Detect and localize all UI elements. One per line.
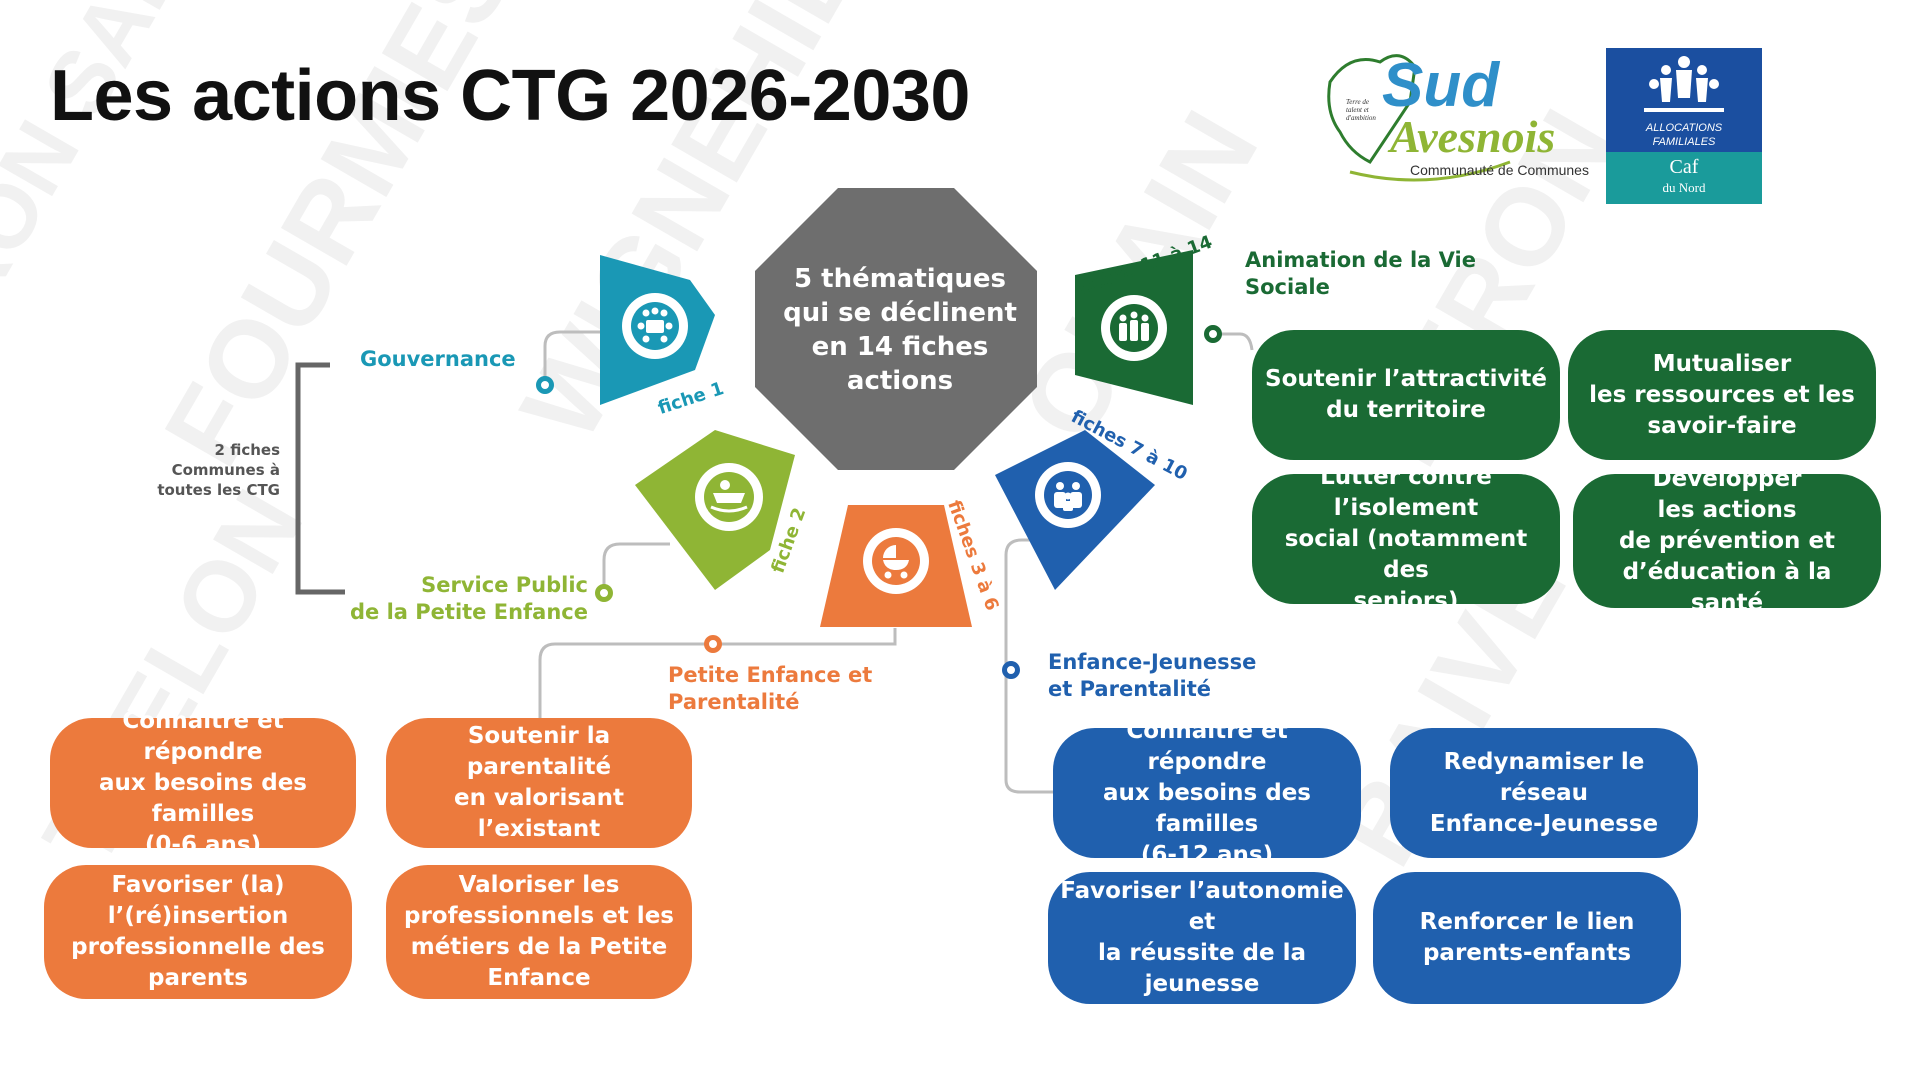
caf-line-1: ALLOCATIONS <box>1645 122 1723 134</box>
sud-avesnois-logo: Terre de talent et d'ambition Sud Avesno… <box>1310 42 1590 202</box>
center-line-3: en 14 fiches <box>811 332 989 362</box>
line: aux besoins des familles <box>99 769 307 827</box>
caf-line-2: FAMILIALES <box>1652 136 1716 148</box>
sud-tagline-3: d'ambition <box>1346 114 1376 122</box>
petite-enfance-dot <box>704 635 722 653</box>
line: aux besoins des familles <box>1103 779 1311 837</box>
common-bracket <box>295 362 345 595</box>
common-note-line-1: 2 fiches <box>214 441 280 459</box>
avs-dot <box>1204 325 1222 343</box>
line: professionnelle des <box>71 934 325 960</box>
line: Connaître et répondre <box>122 707 284 765</box>
line: parents-enfants <box>1422 940 1632 966</box>
action-avs-mutualiser: Mutualiser les ressources et les savoir-fa… <box>1568 330 1876 460</box>
sud-tagline-1: Terre de <box>1346 98 1370 106</box>
common-note-line-2: Communes à <box>171 461 280 479</box>
center-line-1: 5 thématiques <box>794 264 1006 294</box>
caf-region: du Nord <box>1662 180 1706 195</box>
sud-avesnois-map-icon <box>1327 54 1511 182</box>
sud-name: Sud <box>1382 51 1500 120</box>
enfance-jeunesse-label-line-1: Enfance-Jeunesse <box>1048 650 1257 674</box>
line: Favoriser (la) <box>111 872 285 898</box>
avesnois-name: Avesnois <box>1390 111 1556 162</box>
caf-logo-top: ALLOCATIONS FAMILIALES <box>1606 48 1762 152</box>
line: du territoire <box>1326 397 1486 423</box>
line: Enfance <box>487 965 591 991</box>
avs-label-line-1: Animation de la Vie <box>1245 248 1476 272</box>
spe-label-line-2: de la Petite Enfance <box>350 600 588 624</box>
spe-dot <box>595 584 613 602</box>
petite-enfance-label-line-1: Petite Enfance et <box>668 663 873 687</box>
enfance-jeunesse-label-line-2: et Parentalité <box>1048 677 1212 701</box>
line: seniors) <box>1353 587 1459 614</box>
spe-label-line-1: Service Public <box>421 573 588 597</box>
line: Enfance-Jeunesse <box>1429 810 1659 837</box>
line: la réussite de la jeunesse <box>1097 940 1307 997</box>
line: l’(ré)insertion <box>107 903 289 929</box>
caf-name: Caf <box>1669 156 1699 178</box>
spe-label: Service Public de la Petite Enfance <box>350 572 588 626</box>
center-text: 5 thématiques qui se déclinent en 14 fic… <box>760 262 1040 398</box>
stroller-icon <box>863 528 929 594</box>
gouvernance-label: Gouvernance <box>360 347 516 371</box>
line: de prévention et <box>1618 527 1836 554</box>
center-line-4: actions <box>846 366 954 396</box>
caf-logo: ALLOCATIONS FAMILIALES Caf du Nord <box>1606 48 1762 204</box>
enfance-jeunesse-dot <box>1002 661 1020 679</box>
caf-people-icon <box>1644 56 1724 112</box>
line: Soutenir la parentalité <box>466 723 612 780</box>
line: Lutter contre l’isolement <box>1320 463 1492 521</box>
avs-label-line-2: Sociale <box>1245 275 1330 299</box>
rocking-cradle-icon <box>695 463 763 531</box>
family-icon <box>1035 462 1101 528</box>
line: savoir-faire <box>1647 412 1797 439</box>
line: Mutualiser <box>1652 350 1792 377</box>
action-ej-lien: Renforcer le lien parents-enfants <box>1373 872 1681 1004</box>
action-avs-attractivite: Soutenir l’attractivité du territoire <box>1252 330 1560 460</box>
line: en valorisant l’existant <box>454 785 624 842</box>
line: Connaître et répondre <box>1126 717 1288 775</box>
line: d’éducation à la santé <box>1622 558 1832 616</box>
common-fiches-note: 2 fiches Communes à toutes les CTG <box>150 440 280 500</box>
action-avs-prevention: Développer les actions de prévention et d’é… <box>1573 466 1881 616</box>
sud-subtitle: Communauté de Communes <box>1410 162 1589 178</box>
line: métiers de la Petite <box>410 934 668 960</box>
line: les ressources et les <box>1589 381 1855 408</box>
caf-logo-bottom: Caf du Nord <box>1606 152 1762 204</box>
line: social (notamment des <box>1284 525 1528 583</box>
enfance-jeunesse-label: Enfance-Jeunesse et Parentalité <box>1048 649 1256 703</box>
center-octagon <box>755 188 1037 470</box>
petite-enfance-label-line-2: Parentalité <box>668 690 800 714</box>
avs-label: Animation de la Vie Sociale <box>1245 247 1476 301</box>
line: Soutenir l’attractivité <box>1265 366 1547 392</box>
petite-enfance-label: Petite Enfance et Parentalité <box>668 662 872 716</box>
sud-tagline-2: talent et <box>1346 106 1369 114</box>
group-icon <box>1101 295 1167 361</box>
line: professionnels et les <box>404 903 674 929</box>
action-pe-insertion: Favoriser (la) l’(ré)insertion professionn… <box>44 865 352 999</box>
line: Renforcer le lien <box>1419 909 1635 935</box>
line: (6-12 ans) <box>1140 841 1274 868</box>
line: parents <box>147 965 248 991</box>
meeting-icon <box>622 293 688 359</box>
gouvernance-dot <box>536 376 554 394</box>
common-note-line-3: toutes les CTG <box>157 481 280 499</box>
line: Redynamiser le réseau <box>1443 748 1645 806</box>
page-title: Les actions CTG 2026-2030 <box>50 56 970 136</box>
center-line-2: qui se déclinent <box>783 298 1017 328</box>
line: Favoriser l’autonomie et <box>1060 878 1344 935</box>
line: (0-6 ans) <box>144 831 262 858</box>
line: Développer <box>1652 465 1802 492</box>
line: Valoriser les <box>458 872 620 898</box>
action-pe-valoriser-pro: Valoriser les professionnels et les métier… <box>386 865 692 999</box>
line: les actions <box>1657 496 1797 523</box>
